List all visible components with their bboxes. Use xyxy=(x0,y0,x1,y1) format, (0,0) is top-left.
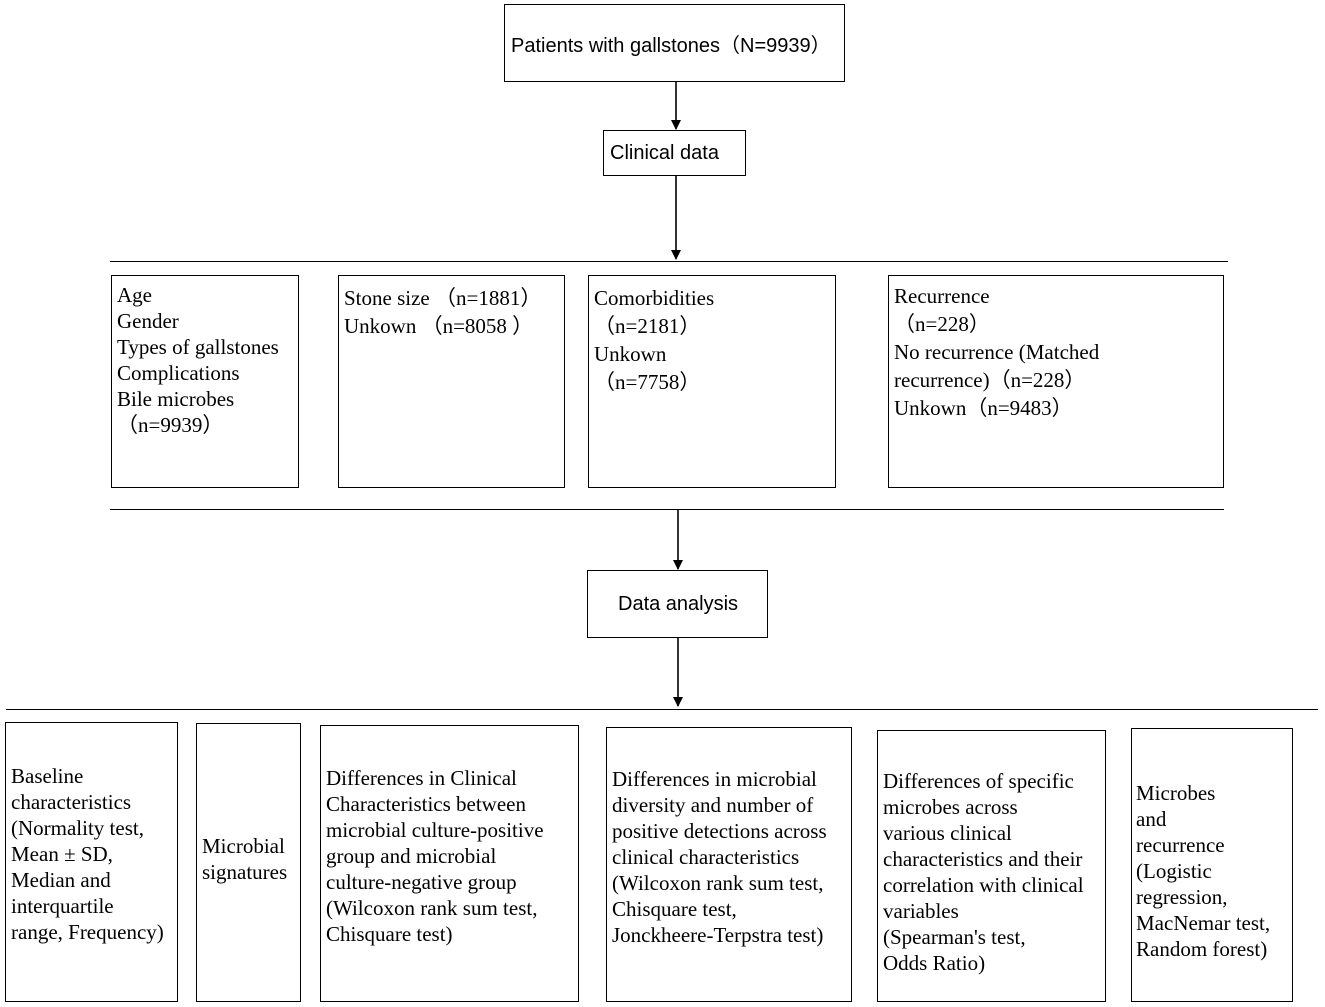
group-line: （n=7758） xyxy=(594,370,701,394)
separator-line-lower xyxy=(6,709,1318,710)
patients-box: Patients with gallstones（N=9939） xyxy=(504,4,845,82)
analysis-line: correlation with clinical xyxy=(883,873,1084,897)
group-line: Types of gallstones xyxy=(117,335,279,359)
analysis-line: Microbes xyxy=(1136,781,1216,805)
analysis-line: (Normality test, xyxy=(11,816,144,840)
group-line: （n=2181） xyxy=(594,314,701,338)
analysis-line: culture-negative group xyxy=(326,870,517,894)
analysis-line: Differences of specific xyxy=(883,769,1074,793)
group-line: Complications xyxy=(117,361,240,385)
analysis-line: MacNemar test, xyxy=(1136,911,1271,935)
analysis-line: and xyxy=(1136,807,1167,831)
analysis-microbial-signatures-box: Microbial signatures xyxy=(196,723,301,1002)
patients-box-text: Patients with gallstones（N=9939） xyxy=(511,35,831,57)
analysis-line: various clinical xyxy=(883,821,1012,845)
analysis-line: (Logistic xyxy=(1136,859,1212,883)
analysis-recurrence-box: Microbes and recurrence (Logistic regres… xyxy=(1131,728,1293,1002)
analysis-line: characteristics and their xyxy=(883,847,1083,871)
analysis-line: regression, xyxy=(1136,885,1228,909)
group-line: No recurrence (Matched xyxy=(894,340,1100,364)
analysis-line: Jonckheere-Terpstra test) xyxy=(612,923,824,947)
analysis-line: (Spearman's test, xyxy=(883,925,1026,949)
analysis-line: clinical characteristics xyxy=(612,845,800,869)
analysis-line: characteristics xyxy=(11,790,132,814)
analysis-line: Random forest) xyxy=(1136,937,1268,961)
separator-line-upper xyxy=(110,261,1228,262)
demographics-group-box: Age Gender Types of gallstones Complicat… xyxy=(111,275,299,488)
group-line: （n=228） xyxy=(894,312,990,336)
analysis-line: range, Frequency) xyxy=(11,920,164,944)
group-line: Unkown xyxy=(594,342,667,366)
analysis-line: Microbial xyxy=(202,834,285,858)
analysis-specific-microbes-box: Differences of specific microbes across … xyxy=(877,730,1106,1002)
analysis-line: microbes across xyxy=(883,795,1018,819)
analysis-line: variables xyxy=(883,899,959,923)
analysis-line: positive detections across xyxy=(612,819,827,843)
separator-line-middle xyxy=(110,509,1224,510)
analysis-line: Mean ± SD, xyxy=(11,842,113,866)
group-line: （n=9939） xyxy=(117,413,224,437)
analysis-line: Chisquare test, xyxy=(612,897,737,921)
recurrence-group-box: Recurrence （n=228） No recurrence (Matche… xyxy=(888,275,1224,488)
group-line: Gender xyxy=(117,309,179,333)
group-line: recurrence)（n=228） xyxy=(894,368,1086,392)
analysis-line: microbial culture-positive xyxy=(326,818,544,842)
comorbidities-group-box: Comorbidities （n=2181） Unkown （n=7758） xyxy=(588,275,836,488)
analysis-line: recurrence xyxy=(1136,833,1225,857)
group-line: Age xyxy=(117,283,152,307)
analysis-line: interquartile xyxy=(11,894,114,918)
stone-size-group-box: Stone size （n=1881） Unkown （n=8058 ） xyxy=(338,275,565,488)
analysis-line: Odds Ratio) xyxy=(883,951,986,975)
data-analysis-box-text: Data analysis xyxy=(618,593,739,615)
data-analysis-box: Data analysis xyxy=(587,570,768,638)
group-line: Stone size （n=1881） xyxy=(344,286,542,310)
clinical-data-box-text: Clinical data xyxy=(610,142,719,164)
analysis-line: (Wilcoxon rank sum test, xyxy=(326,896,538,920)
group-line: Recurrence xyxy=(894,284,990,308)
analysis-microbial-diversity-box: Differences in microbial diversity and n… xyxy=(606,727,852,1002)
analysis-baseline-box: Baseline characteristics (Normality test… xyxy=(5,722,178,1002)
analysis-line: group and microbial xyxy=(326,844,497,868)
group-line: Unkown （n=8058 ） xyxy=(344,314,534,338)
clinical-data-box: Clinical data xyxy=(603,130,746,176)
analysis-line: (Wilcoxon rank sum test, xyxy=(612,871,824,895)
analysis-line: Characteristics between xyxy=(326,792,526,816)
analysis-line: signatures xyxy=(202,860,288,884)
analysis-line: Chisquare test) xyxy=(326,922,453,946)
analysis-line: Baseline xyxy=(11,764,84,788)
group-line: Bile microbes xyxy=(117,387,235,411)
analysis-line: diversity and number of xyxy=(612,793,814,817)
analysis-line: Median and xyxy=(11,868,111,892)
analysis-clinical-differences-box: Differences in Clinical Characteristics … xyxy=(320,725,579,1002)
analysis-line: Differences in microbial xyxy=(612,767,817,791)
group-line: Unkown（n=9483） xyxy=(894,396,1073,420)
group-line: Comorbidities xyxy=(594,286,715,310)
analysis-line: Differences in Clinical xyxy=(326,766,517,790)
